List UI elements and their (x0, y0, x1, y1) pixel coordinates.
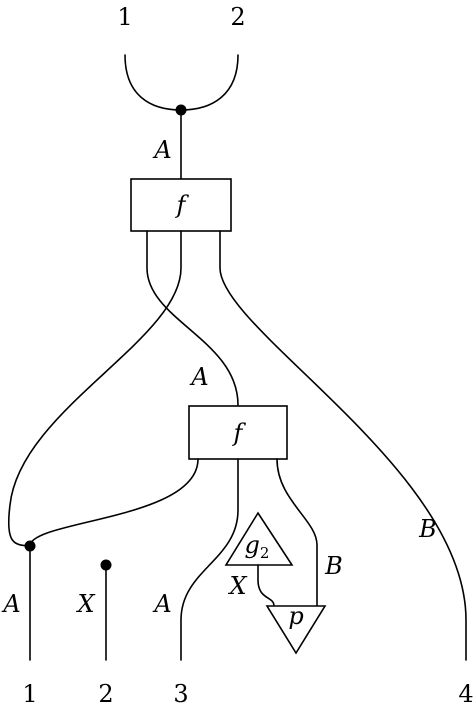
g2-triangle (224, 511, 294, 566)
label-output-1-a: A (1, 590, 20, 618)
upper-f-box (130, 178, 232, 232)
g2-label: g2 (245, 531, 270, 562)
lower-f-box (188, 405, 288, 460)
wire-lower-f-right (276, 458, 318, 607)
bottom-port-3: 3 (173, 680, 188, 708)
wire-lower-f-middle (180, 458, 239, 661)
wire-upper-f-left (146, 230, 239, 406)
wire-lower-f-left (29, 458, 199, 547)
label-right-b: B (418, 515, 437, 543)
label-middle-a: A (189, 363, 208, 391)
bottom-port-4: 4 (458, 680, 473, 708)
top-port-1: 1 (117, 3, 132, 31)
wire-upper-f-middle (7, 230, 182, 547)
label-output-3-a: A (152, 590, 171, 618)
bottom-port-2: 2 (98, 680, 113, 708)
label-output-2-x: X (75, 590, 95, 618)
p-triangle (265, 605, 327, 655)
wire-upper-f-right (219, 230, 467, 661)
label-input-a: A (152, 136, 171, 164)
bottom-port-1: 1 (22, 680, 37, 708)
p-label: p (288, 602, 303, 630)
label-inner-b: B (324, 552, 343, 580)
wire-g2-to-p (257, 564, 275, 607)
label-g2-x: X (227, 572, 247, 600)
top-merge-wire (124, 54, 239, 111)
top-port-2: 2 (230, 3, 245, 31)
